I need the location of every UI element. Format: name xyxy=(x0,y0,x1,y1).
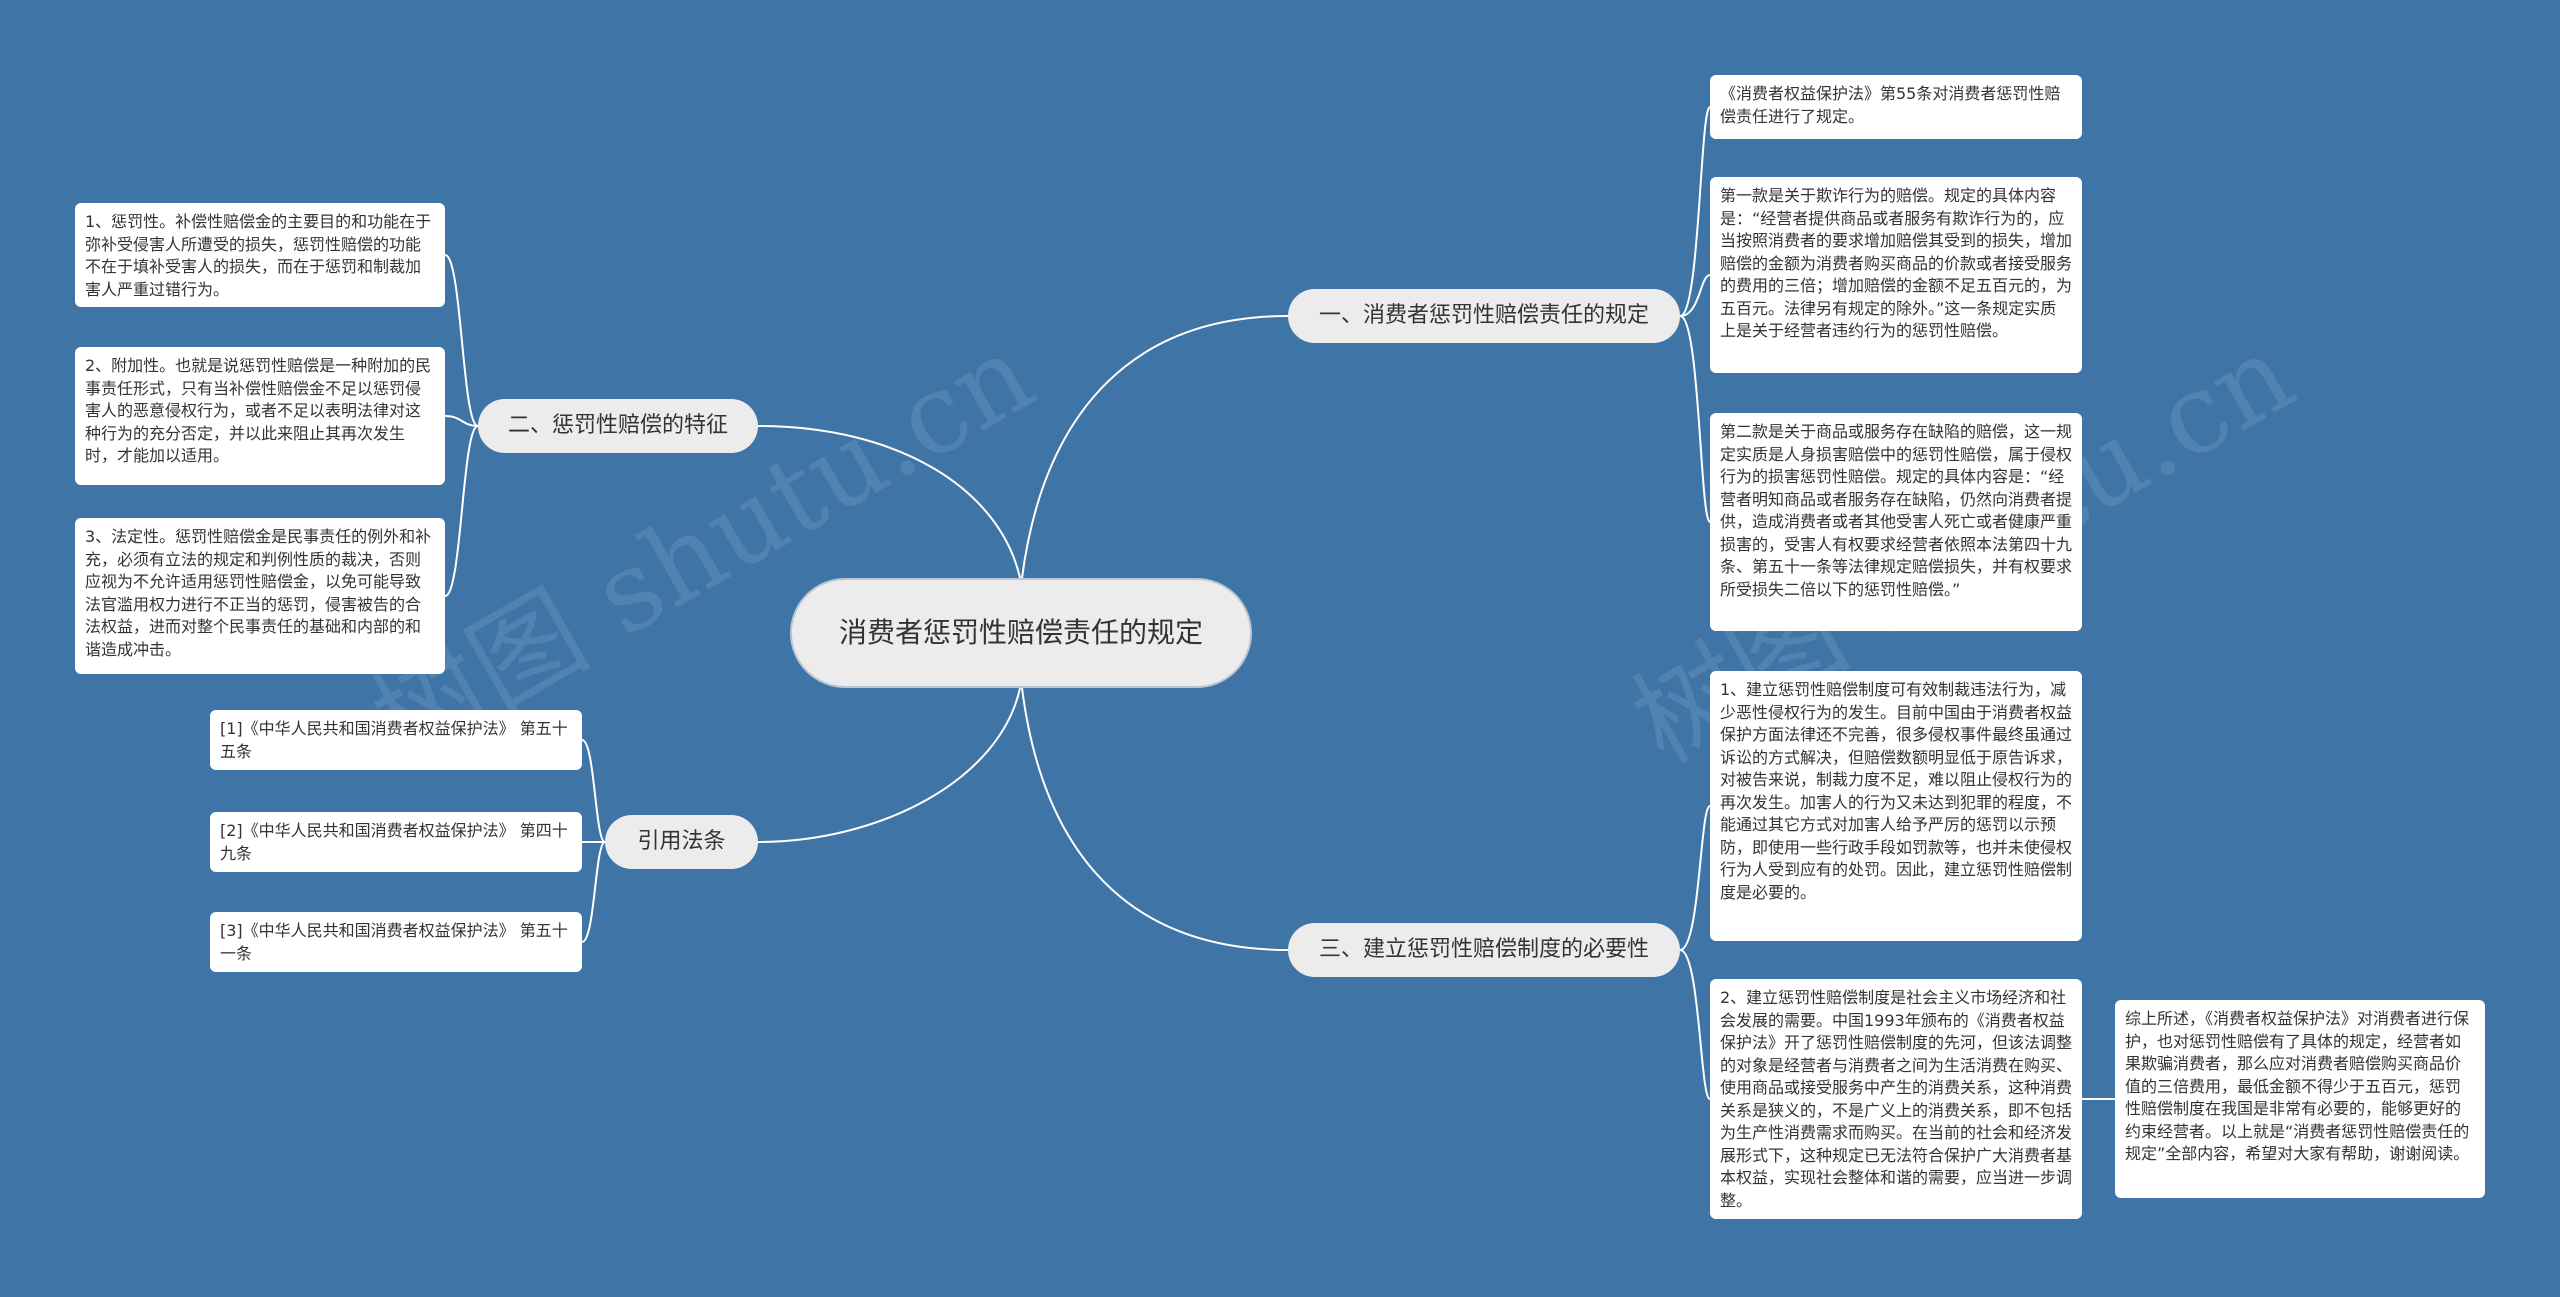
link-b2-l3 xyxy=(444,425,479,597)
leaf-conclusion[interactable]: 综上所述，《消费者权益保护法》对消费者进行保护，也对惩罚性赔偿有了具体的规定，经… xyxy=(2115,1000,2485,1198)
leaf-text: 1、惩罚性。补偿性赔偿金的主要目的和功能在于弥补受侵害人所遭受的损失，惩罚性赔偿… xyxy=(85,212,432,299)
leaf-text: 第一款是关于欺诈行为的赔偿。规定的具体内容是：“经营者提供商品或者服务有欺诈行为… xyxy=(1720,186,2073,340)
link-b2-l2 xyxy=(444,415,479,427)
branch-label: 二、惩罚性赔偿的特征 xyxy=(507,413,728,438)
link-root-b4 xyxy=(757,687,1021,843)
link-root-b2 xyxy=(757,425,1021,579)
leaf-text: 2、附加性。也就是说惩罚性赔偿是一种附加的民事责任形式，只有当补偿性赔偿金不足以… xyxy=(85,356,432,465)
leaf-citation-3[interactable]: [3]《中华人民共和国消费者权益保护法》 第五十一条 xyxy=(210,912,582,972)
branch-label: 一、消费者惩罚性赔偿责任的规定 xyxy=(1318,303,1649,328)
leaf-citation-1[interactable]: [1]《中华人民共和国消费者权益保护法》 第五十五条 xyxy=(210,710,582,770)
leaf-text: 综上所述，《消费者权益保护法》对消费者进行保护，也对惩罚性赔偿有了具体的规定，经… xyxy=(2125,1009,2470,1163)
link-b1-r1 xyxy=(1679,106,1711,317)
link-root-b3 xyxy=(1021,687,1289,951)
branch-label: 引用法条 xyxy=(637,829,726,854)
leaf-citation-2[interactable]: [2]《中华人民共和国消费者权益保护法》 第四十九条 xyxy=(210,812,582,872)
branch-features[interactable]: 二、惩罚性赔偿的特征 xyxy=(478,399,758,453)
link-b4-c3 xyxy=(581,841,606,943)
leaf-text: 《消费者权益保护法》第55条对消费者惩罚性赔偿责任进行了规定。 xyxy=(1720,84,2061,126)
leaf-feature-additional[interactable]: 2、附加性。也就是说惩罚性赔偿是一种附加的民事责任形式，只有当补偿性赔偿金不足以… xyxy=(75,347,445,485)
leaf-text: [1]《中华人民共和国消费者权益保护法》 第五十五条 xyxy=(220,719,568,761)
leaf-text: 3、法定性。惩罚性赔偿金是民事责任的例外和补充，必须有立法的规定和判例性质的裁决… xyxy=(85,527,432,659)
leaf-feature-punitive[interactable]: 1、惩罚性。补偿性赔偿金的主要目的和功能在于弥补受侵害人所遭受的损失，惩罚性赔偿… xyxy=(75,203,445,307)
branch-necessity[interactable]: 三、建立惩罚性赔偿制度的必要性 xyxy=(1288,923,1680,977)
root-node[interactable]: 消费者惩罚性赔偿责任的规定 xyxy=(790,578,1252,688)
leaf-text: 2、建立惩罚性赔偿制度是社会主义市场经济和社会发展的需要。中国1993年颁布的《… xyxy=(1720,988,2073,1210)
leaf-article55-summary[interactable]: 《消费者权益保护法》第55条对消费者惩罚性赔偿责任进行了规定。 xyxy=(1710,75,2082,139)
branch-cited-laws[interactable]: 引用法条 xyxy=(605,815,758,869)
link-root-b1 xyxy=(1021,315,1289,579)
leaf-text: [3]《中华人民共和国消费者权益保护法》 第五十一条 xyxy=(220,921,568,963)
link-b2-l1 xyxy=(444,254,479,427)
leaf-fraud-compensation[interactable]: 第一款是关于欺诈行为的赔偿。规定的具体内容是：“经营者提供商品或者服务有欺诈行为… xyxy=(1710,177,2082,373)
link-b3-r5 xyxy=(1679,949,1711,1100)
link-b1-r3 xyxy=(1679,315,1711,523)
leaf-defect-compensation[interactable]: 第二款是关于商品或服务存在缺陷的赔偿，这一规定实质是人身损害赔偿中的惩罚性赔偿，… xyxy=(1710,413,2082,631)
leaf-text: 第二款是关于商品或服务存在缺陷的赔偿，这一规定实质是人身损害赔偿中的惩罚性赔偿，… xyxy=(1720,422,2073,599)
link-b1-r2 xyxy=(1679,274,1711,317)
branch-punitive-liability[interactable]: 一、消费者惩罚性赔偿责任的规定 xyxy=(1288,289,1680,343)
root-title: 消费者惩罚性赔偿责任的规定 xyxy=(838,616,1203,649)
branch-label: 三、建立惩罚性赔偿制度的必要性 xyxy=(1318,937,1649,962)
link-b3-r4 xyxy=(1679,805,1711,951)
leaf-text: 1、建立惩罚性赔偿制度可有效制裁违法行为，减少恶性侵权行为的发生。目前中国由于消… xyxy=(1720,680,2073,902)
leaf-text: [2]《中华人民共和国消费者权益保护法》 第四十九条 xyxy=(220,821,568,863)
leaf-necessity-1[interactable]: 1、建立惩罚性赔偿制度可有效制裁违法行为，减少恶性侵权行为的发生。目前中国由于消… xyxy=(1710,671,2082,941)
leaf-feature-statutory[interactable]: 3、法定性。惩罚性赔偿金是民事责任的例外和补充，必须有立法的规定和判例性质的裁决… xyxy=(75,518,445,674)
link-b4-c1 xyxy=(581,739,606,843)
leaf-necessity-2[interactable]: 2、建立惩罚性赔偿制度是社会主义市场经济和社会发展的需要。中国1993年颁布的《… xyxy=(1710,979,2082,1219)
